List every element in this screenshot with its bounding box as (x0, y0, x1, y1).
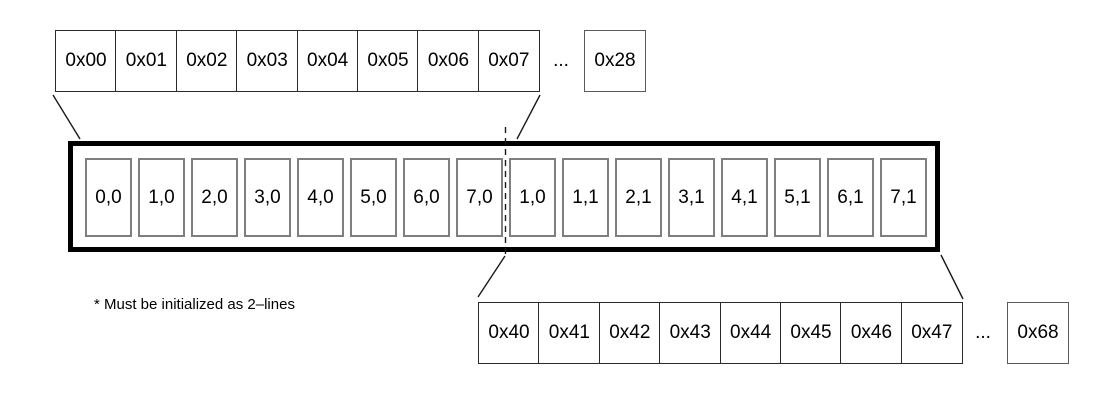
cache-line-cell: 5,0 (350, 158, 397, 237)
cache-line-cell: 7,0 (456, 158, 503, 237)
connector-top-left (52, 94, 81, 140)
cache-line-cell: 1,0 (509, 158, 556, 237)
memory-address-cell: 0x07 (477, 30, 540, 92)
memory-address-cell: 0x01 (115, 30, 178, 92)
note-text: * Must be initialized as 2–lines (94, 296, 295, 313)
cache-line-cell: 7,1 (880, 158, 927, 237)
cache-line-cell: 2,0 (191, 158, 238, 237)
cache-line-cell: 0,0 (85, 158, 132, 237)
bottom-row-ellipsis: ... (975, 322, 991, 343)
memory-address-cell: 0x47 (900, 302, 963, 364)
memory-address-cell: 0x02 (175, 30, 238, 92)
cache-line-cell: 6,0 (403, 158, 450, 237)
top-row-ellipsis: ... (553, 50, 569, 71)
cache-line-cell: 4,1 (721, 158, 768, 237)
connector-top-right (516, 94, 541, 140)
memory-address-cell: 0x00 (55, 30, 117, 92)
memory-address-cell: 0x05 (357, 30, 420, 92)
connector-bottom-left (477, 255, 506, 298)
memory-address-cell: 0x46 (840, 302, 903, 364)
memory-address-cell: 0x04 (296, 30, 359, 92)
memory-address-cell: 0x41 (538, 302, 601, 364)
cache-line-cell: 1,1 (562, 158, 609, 237)
memory-address-cell: 0x03 (236, 30, 299, 92)
cache-line-cell: 1,0 (138, 158, 185, 237)
cache-line-cell: 2,1 (615, 158, 662, 237)
memory-address-cell: 0x45 (780, 302, 843, 364)
cache-line-cell: 4,0 (297, 158, 344, 237)
cache-line-cell: 5,1 (774, 158, 821, 237)
cache-line-cell: 3,1 (668, 158, 715, 237)
cache-line-cell: 6,1 (827, 158, 874, 237)
memory-address-cell: 0x06 (417, 30, 480, 92)
memory-address-cell: 0x42 (598, 302, 661, 364)
cache-line-cell: 3,0 (244, 158, 291, 237)
memory-address-cell: 0x44 (719, 302, 782, 364)
memory-address-cell-last-bottom: 0x68 (1007, 302, 1069, 364)
memory-address-cell: 0x43 (659, 302, 722, 364)
connector-bottom-right (940, 254, 964, 300)
memory-address-cell-last-top: 0x28 (584, 30, 646, 92)
memory-address-cell: 0x40 (478, 302, 540, 364)
